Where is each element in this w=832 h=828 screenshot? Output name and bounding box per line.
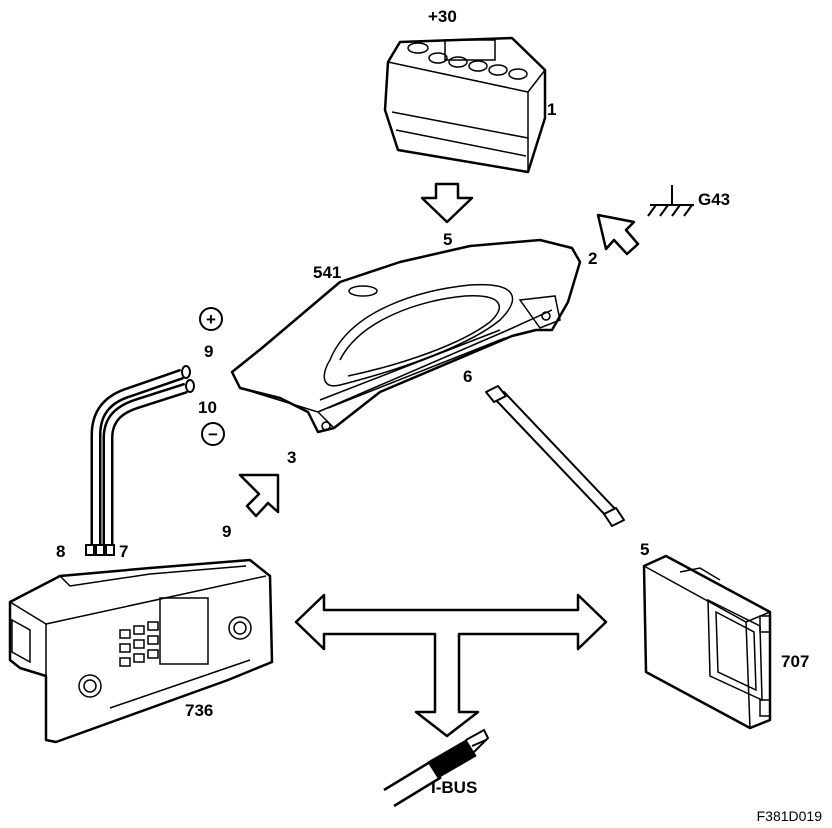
arrow-radio-up [238, 473, 280, 518]
minus-pin-label: 10 [198, 398, 217, 417]
display-label: 541 [313, 263, 341, 282]
module-connector-label: 5 [640, 540, 649, 559]
plus-symbol: + [206, 310, 216, 329]
radio-label: 736 [185, 701, 213, 720]
arrow-ground-label: 2 [588, 249, 597, 268]
ibus-cable [383, 728, 490, 808]
plus30-label: +30 [428, 7, 457, 26]
ibus-arrow [294, 593, 608, 738]
plus-circle-icon [199, 307, 223, 331]
ground-symbol [647, 185, 694, 217]
ibus-label: I-BUS [431, 778, 477, 797]
figure-id: F381D019 [757, 808, 823, 824]
arrow-battery-down [420, 182, 474, 224]
plus-pin-label: 9 [204, 342, 213, 361]
control-module [642, 554, 772, 730]
radio-unit [8, 558, 274, 744]
arrow-battery-label: 5 [443, 230, 452, 249]
module-label: 707 [781, 652, 809, 671]
arrow-radio-pin-label: 9 [222, 522, 231, 541]
display-connector-label: 6 [463, 367, 472, 386]
arrow-radio-label: 3 [287, 448, 296, 467]
connector-rod [485, 385, 625, 527]
ground-label: G43 [698, 190, 730, 209]
minus-symbol: − [208, 425, 218, 444]
arrow-ground [596, 213, 640, 256]
power-wires [85, 365, 195, 556]
battery [383, 36, 547, 174]
wire-right-label: 7 [119, 542, 128, 561]
display-unit [230, 238, 582, 434]
minus-circle-icon [201, 422, 225, 446]
battery-label: 1 [547, 100, 556, 119]
wire-left-label: 8 [56, 542, 65, 561]
